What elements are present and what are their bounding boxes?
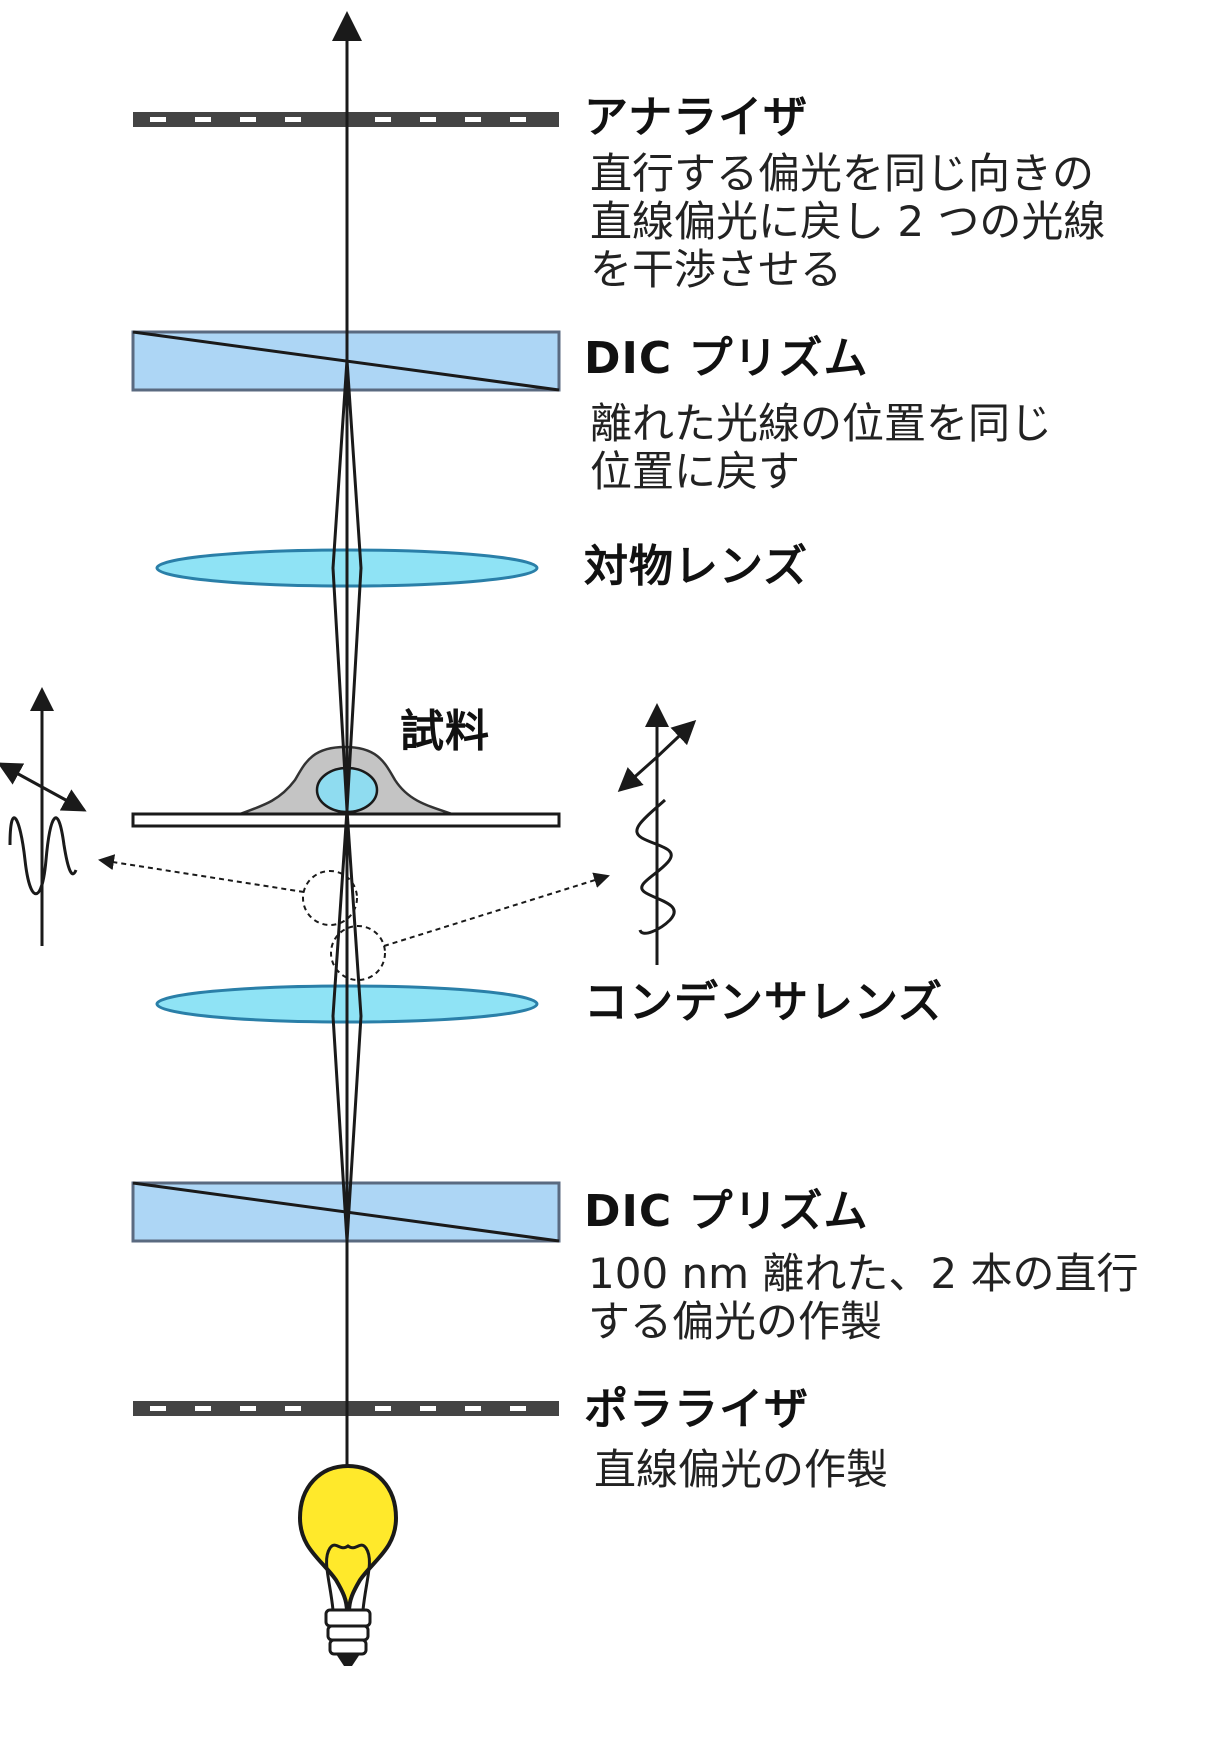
condenser-lens-title: コンデンサレンズ: [584, 977, 944, 1028]
objective-lens-title: 対物レンズ: [584, 541, 809, 592]
prism-top-description: 離れた光線の位置を同じ 位置に戻す: [590, 400, 1052, 496]
wave-right-icon: [617, 703, 697, 965]
analyzer-desc-line: 直行する偏光を同じ向きの: [590, 149, 1095, 198]
prism-bottom-title: DIC プリズム: [584, 1186, 869, 1237]
prism-top-desc-line: 位置に戻す: [590, 447, 801, 496]
specimen-title: 試料: [400, 706, 490, 757]
prism-bottom-desc-line: する偏光の作製: [588, 1297, 883, 1346]
prism-bottom-desc-line: 100 nm 離れた、2 本の直行: [588, 1249, 1139, 1298]
analyzer-desc-line: を干渉させる: [590, 245, 843, 294]
analyzer-description: 直行する偏光を同じ向きの 直線偏光に戻し 2 つの光線 を干渉させる: [590, 150, 1105, 294]
wave-left-icon: [0, 687, 87, 946]
analyzer-desc-line: 直線偏光に戻し 2 つの光線: [590, 197, 1106, 246]
prism-top-title: DIC プリズム: [584, 333, 869, 384]
prism-top-desc-line: 離れた光線の位置を同じ: [590, 399, 1053, 448]
light-bulb-icon: [297, 1463, 399, 1666]
polarizer-desc-line: 直線偏光の作製: [594, 1445, 889, 1494]
prism-bottom-description: 100 nm 離れた、2 本の直行 する偏光の作製: [588, 1250, 1138, 1346]
magnifier-callouts: [98, 854, 610, 981]
analyzer-title: アナライザ: [584, 92, 809, 143]
polarizer-description: 直線偏光の作製: [594, 1446, 888, 1494]
polarizer-title: ポラライザ: [584, 1384, 809, 1435]
